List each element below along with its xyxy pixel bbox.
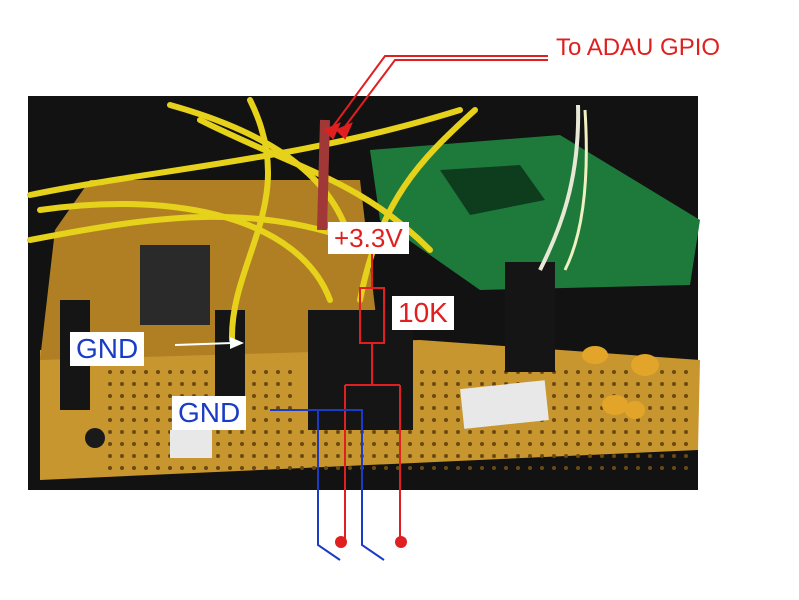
gpio-arrows <box>323 55 548 140</box>
white-wire <box>538 104 581 271</box>
board-label-right <box>460 380 549 429</box>
to-adau-gpio-label: To ADAU GPIO <box>556 34 721 61</box>
gnd-label-2: GND <box>172 396 247 430</box>
supply-3v3-label: +3.3V <box>328 222 409 254</box>
gnd-label-1: GND <box>70 332 145 366</box>
capacitors <box>582 346 659 419</box>
white-wire-2 <box>563 109 588 271</box>
board-label <box>170 430 212 458</box>
header-right <box>505 262 555 372</box>
switch-contact-2 <box>395 536 407 548</box>
mounting-hole <box>85 428 105 448</box>
schematic <box>270 250 401 561</box>
ic-socket <box>140 245 210 325</box>
gnd-arrow <box>174 337 244 349</box>
resistor-10k-label: 10K <box>392 296 454 330</box>
red-wire <box>317 119 330 231</box>
pcb-chip <box>440 165 545 215</box>
switch-contact-1 <box>335 536 347 548</box>
